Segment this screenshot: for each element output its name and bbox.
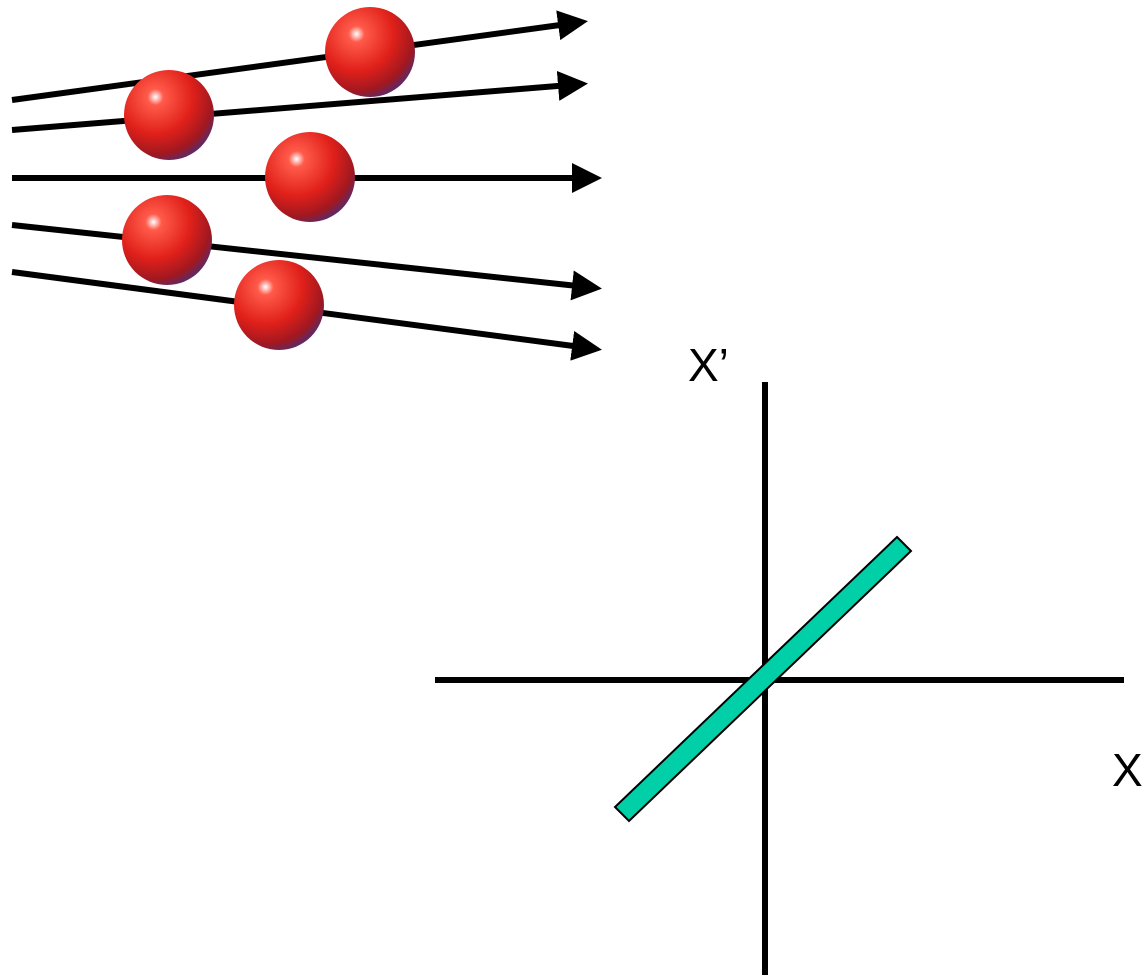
particles xyxy=(122,7,415,350)
particle-ball-icon xyxy=(234,260,324,350)
particle-ball-icon xyxy=(122,195,212,285)
particle-ball-icon xyxy=(265,132,355,222)
horizontal-axis-label: X xyxy=(1112,744,1143,796)
phase-space-axes xyxy=(435,382,1124,975)
particle-ball-icon xyxy=(325,7,415,97)
particle-ball-icon xyxy=(124,70,214,160)
vertical-axis-label: X’ xyxy=(688,339,729,391)
trajectory-arrow-1 xyxy=(11,10,588,103)
trajectory-arrow-2 xyxy=(11,70,588,133)
trajectory-arrow-4 xyxy=(11,222,602,301)
correlation-bar-icon xyxy=(613,535,913,823)
